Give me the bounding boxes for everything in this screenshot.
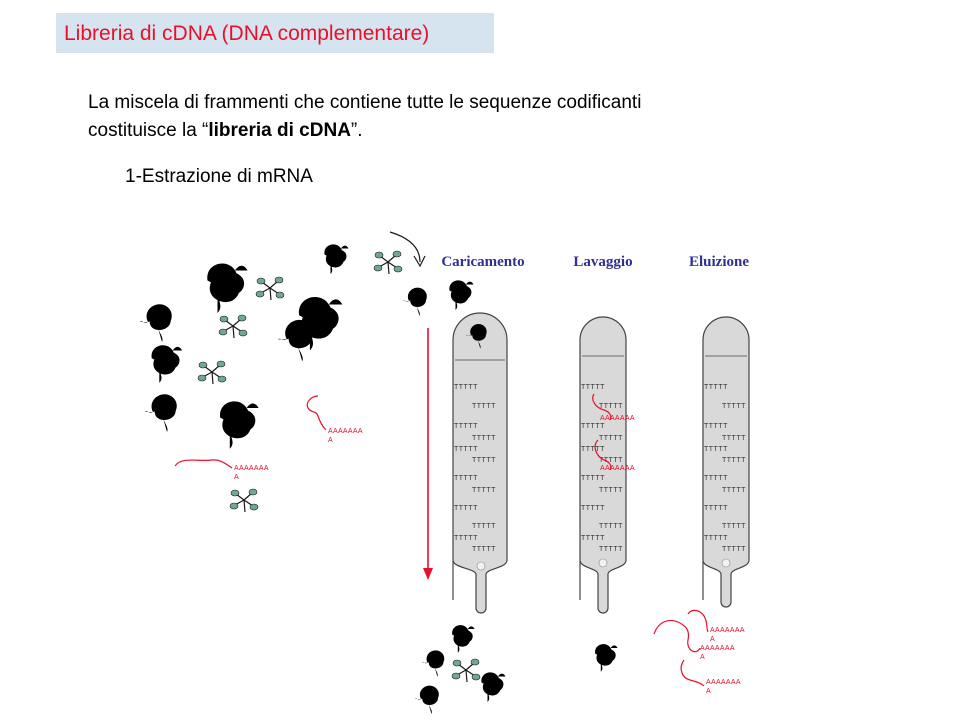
oligo-dt-label: TTTTT — [472, 435, 496, 442]
intro-prefix: costituisce la “ — [88, 120, 209, 141]
loading-arrow-icon — [389, 231, 421, 263]
intro-line-2: costituisce la “libreria di cDNA”. — [88, 117, 848, 145]
oligo-dt-label: TTTTT — [599, 403, 623, 410]
svg-text:AAAAAAA: AAAAAAA — [710, 627, 745, 634]
oligo-dt-label: TTTTT — [599, 523, 623, 530]
oligo-dt-label: TTTTT — [472, 546, 496, 553]
slide-title: Libreria di cDNA (DNA complementare) — [64, 22, 430, 45]
title-box — [56, 13, 494, 53]
oligo-dt-label: TTTTT — [581, 535, 605, 542]
svg-text:A: A — [710, 636, 715, 643]
oligo-dt-label: TTTTT — [581, 475, 605, 482]
oligo-dt-label: TTTTT — [704, 505, 728, 512]
stage-label-lavaggio: Lavaggio — [573, 254, 632, 270]
oligo-dt-label: TTTTT — [581, 505, 605, 512]
loading-arrowhead-icon — [413, 255, 426, 268]
svg-text:AAAAAAA: AAAAAAA — [600, 465, 635, 472]
oligo-dt-label: TTTTT — [454, 384, 478, 391]
oligo-dt-label: TTTTT — [581, 384, 605, 391]
intro-paragraph: La miscela di frammenti che contiene tut… — [88, 89, 848, 145]
oligo-dt-label: TTTTT — [472, 457, 496, 464]
oligo-dt-label: TTTTT — [704, 475, 728, 482]
oligo-dt-label: TTTTT — [704, 423, 728, 430]
protein-icon — [197, 360, 227, 385]
svg-text:AAAAAAA: AAAAAAA — [234, 465, 269, 472]
svg-text:A: A — [328, 437, 333, 444]
protein-icon — [229, 488, 259, 513]
protein-molecules — [197, 250, 481, 683]
mrna-strand-left: AAAAAAA A — [174, 459, 269, 481]
stage-label-eluizione: Eluizione — [689, 254, 749, 270]
oligo-dt-label: TTTTT — [722, 523, 746, 530]
stage-label-caricamento: Caricamento — [441, 254, 524, 270]
oligo-dt-label: TTTTT — [704, 535, 728, 542]
column-eluizione — [702, 316, 750, 608]
oligo-dt-label: TTTTT — [599, 546, 623, 553]
oligo-dt-label: TTTTT — [722, 435, 746, 442]
mrna-bound-lavaggio: AAAAAAA AAAAAAA — [592, 393, 635, 472]
svg-text:A: A — [700, 654, 705, 661]
oligo-dt-label: TTTTT — [722, 487, 746, 494]
svg-text:AAAAAAA: AAAAAAA — [706, 679, 741, 686]
oligo-dt-label: TTTTT — [454, 475, 478, 482]
oligo-dt-label: TTTTT — [722, 546, 746, 553]
protein-icon — [451, 658, 481, 683]
oligo-dt-label: TTTTT — [472, 487, 496, 494]
column-caricamento — [452, 312, 508, 614]
oligo-dt-label: TTTTT — [454, 535, 478, 542]
intro-bold-term: libreria di cDNA — [208, 120, 351, 141]
oligo-dt-label: TTTTT — [599, 457, 623, 464]
protein-icon — [218, 314, 248, 339]
oligo-dt-label: TTTTT — [472, 403, 496, 410]
oligo-dt-label: TTTTT — [722, 403, 746, 410]
oligo-dt-label: TTTTT — [599, 487, 623, 494]
oligo-dt-label: TTTTT — [472, 523, 496, 530]
oligo-dt-label: TTTTT — [599, 435, 623, 442]
oligo-dt-label: TTTTT — [581, 446, 605, 453]
svg-text:AAAAAAA: AAAAAAA — [600, 415, 635, 422]
mrna-eluted: AAAAAAA A AAAAAAA A AAAAAAA A — [653, 609, 745, 695]
protein-icon — [255, 276, 285, 301]
oligo-dt-label: TTTTT — [704, 384, 728, 391]
oligo-dt-label: TTTTT — [454, 505, 478, 512]
tangled-molecules — [140, 244, 618, 714]
intro-suffix: ”. — [350, 120, 363, 141]
intro-line-1: La miscela di frammenti che contiene tut… — [88, 92, 642, 113]
oligo-dt-label: TTTTT — [454, 446, 478, 453]
protein-icon — [373, 250, 403, 275]
oligo-dt-label: TTTTT — [581, 423, 605, 430]
svg-text:AAAAAAA: AAAAAAA — [328, 428, 363, 435]
column-lavaggio — [579, 316, 627, 614]
oligo-dt-labels: TTTTT TTTTT TTTTT TTTTT TTTTT TTTTT TTTTT TTTTT… — [454, 384, 746, 553]
oligo-dt-label: TTTTT — [454, 423, 478, 430]
oligo-dt-label: TTTTT — [704, 446, 728, 453]
flow-arrowhead-icon — [423, 568, 433, 580]
svg-text:A: A — [234, 474, 239, 481]
svg-text:A: A — [706, 688, 711, 695]
step-heading: 1-Estrazione di mRNA — [125, 166, 313, 187]
mrna-strand-middle: AAAAAAA A — [306, 395, 363, 444]
svg-text:AAAAAAA: AAAAAAA — [700, 645, 735, 652]
oligo-dt-label: TTTTT — [722, 457, 746, 464]
